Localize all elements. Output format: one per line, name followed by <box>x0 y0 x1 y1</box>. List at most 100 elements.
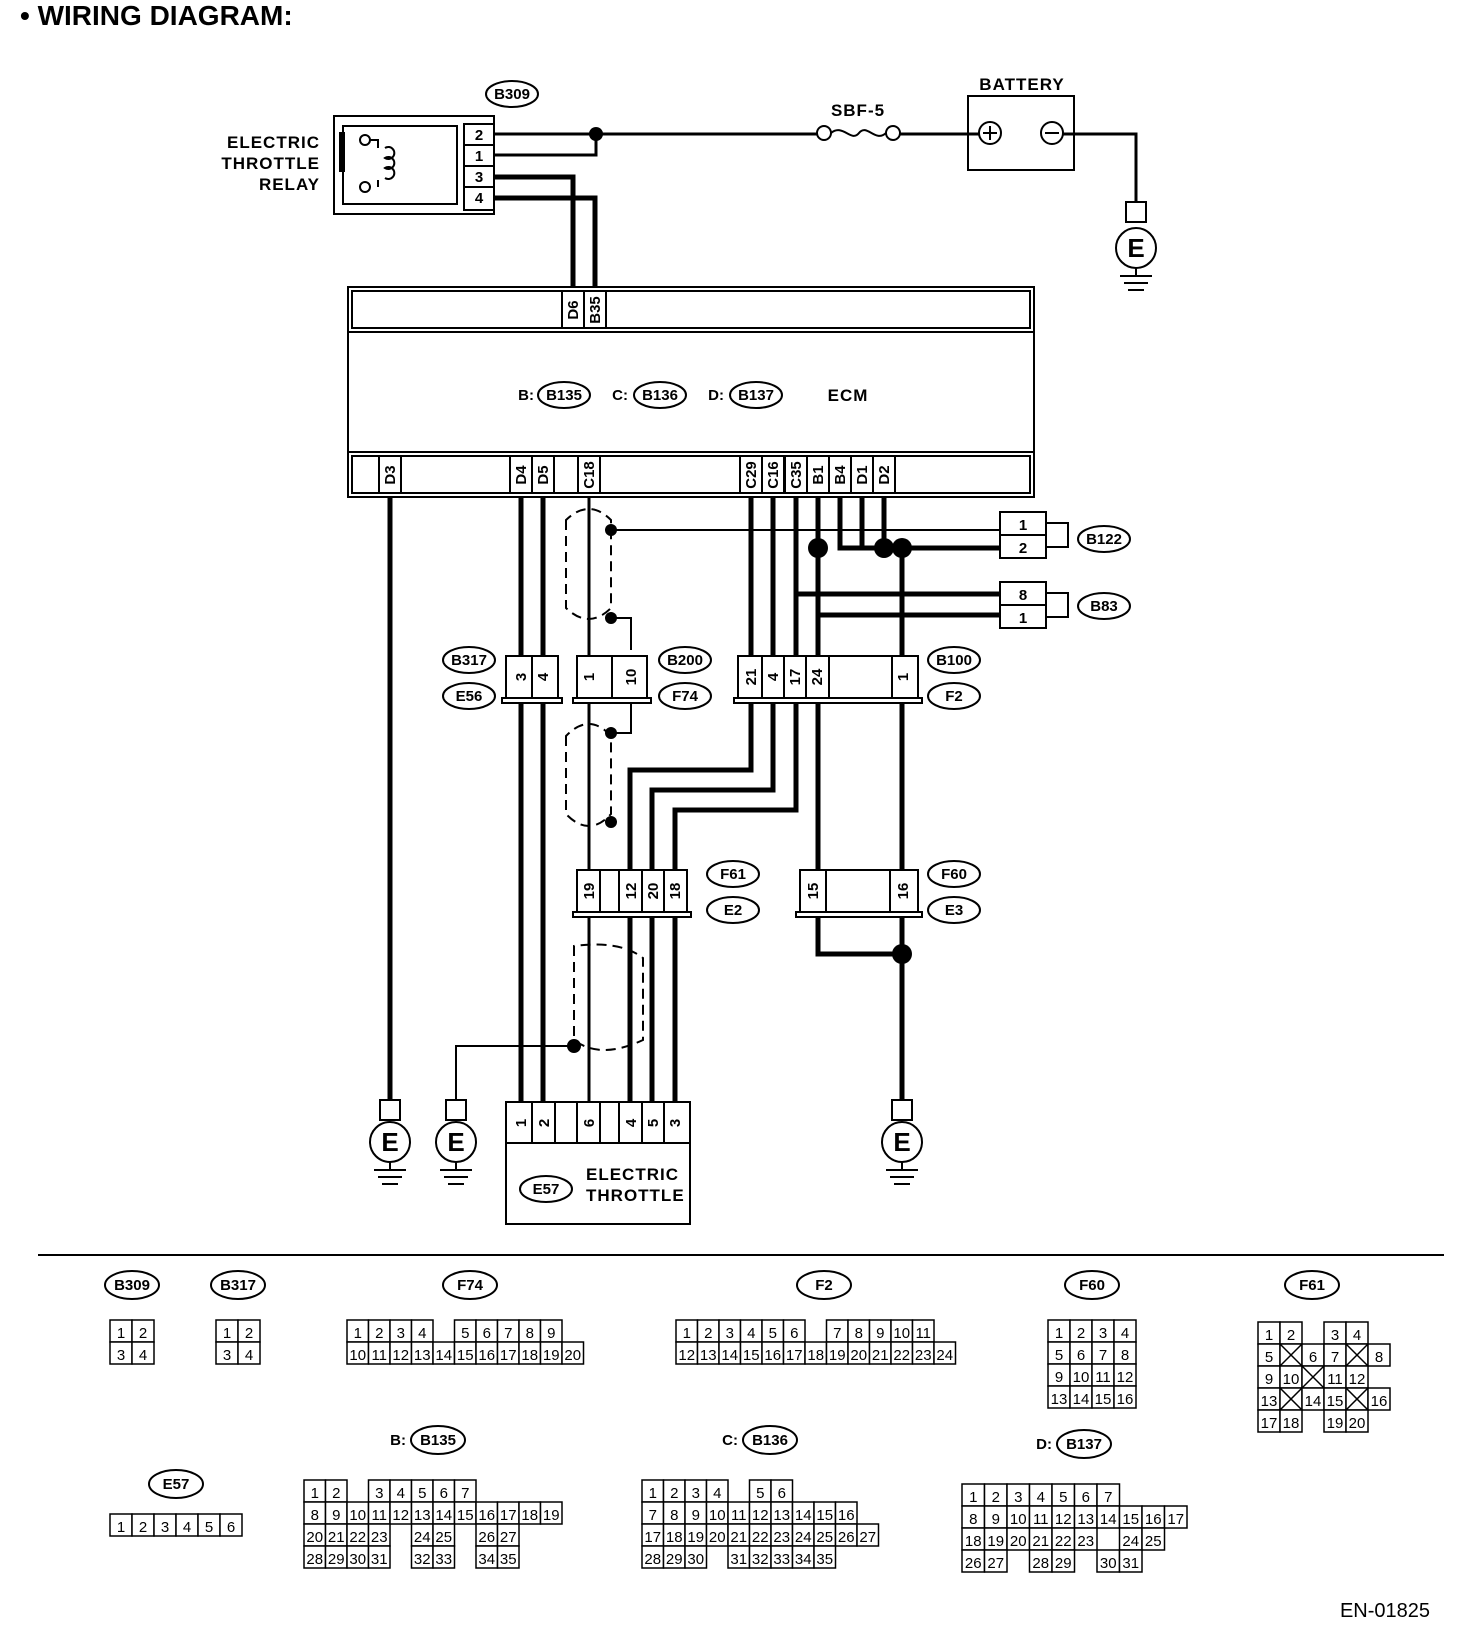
wire-relay-b35 <box>494 195 598 294</box>
ground-symbol: E <box>435 1099 477 1185</box>
connector-view-tag: E57 <box>163 1476 190 1493</box>
cavity-number: 18 <box>807 1347 824 1364</box>
cavity-number: 5 <box>1059 1489 1067 1506</box>
cavity-number: 28 <box>1032 1555 1049 1572</box>
page-title-text: WIRING DIAGRAM: <box>37 0 293 31</box>
cavity-number: 27 <box>500 1529 517 1546</box>
cavity-number: 3 <box>726 1325 734 1342</box>
ecm-pin-label: C35 <box>788 461 805 489</box>
connector-tag-b317: B317 <box>451 652 487 669</box>
figure-id: EN-01825 <box>1339 1600 1430 1622</box>
cavity-number: 10 <box>709 1507 726 1524</box>
cavity-number: 34 <box>795 1551 812 1568</box>
cavity-number: 11 <box>371 1347 387 1364</box>
cavity-number: 2 <box>992 1489 1000 1506</box>
cavity-number: 19 <box>1327 1415 1344 1432</box>
connector-tag-e57: E57 <box>533 1181 560 1198</box>
page-title: • WIRING DIAGRAM: <box>20 0 293 32</box>
cavity-number: 15 <box>457 1347 474 1364</box>
pin: 5 <box>645 1119 662 1127</box>
cavity-number: 9 <box>876 1325 884 1342</box>
connector-tag-e56: E56 <box>456 688 483 705</box>
cavity-number: 10 <box>1010 1511 1027 1528</box>
shield-drain-middle <box>611 692 632 734</box>
cavity-number: 11 <box>1033 1511 1049 1528</box>
cavity-number: 2 <box>332 1485 340 1502</box>
ground-icon <box>886 1162 918 1185</box>
cavity-number: 15 <box>1327 1393 1344 1410</box>
relay-contact-bottom <box>359 181 371 193</box>
cavity-number: 9 <box>692 1507 700 1524</box>
cavity-number: 18 <box>521 1347 538 1364</box>
cavity-number: 2 <box>245 1325 253 1342</box>
connector-view-tag: B137 <box>1066 1436 1102 1453</box>
pin: 17 <box>787 669 804 686</box>
ecm-conn-d-prefix: D: <box>708 387 724 404</box>
cavity-number: 35 <box>816 1551 833 1568</box>
cavity-number: 27 <box>987 1555 1004 1572</box>
bullet-icon: • <box>20 0 38 31</box>
cavity-number: 28 <box>644 1551 661 1568</box>
connector-view-prefix: D: <box>1036 1436 1052 1453</box>
cavity-number: 3 <box>1331 1327 1339 1344</box>
relay-pin: 2 <box>475 127 483 144</box>
ecm-pin-label: B4 <box>832 465 849 485</box>
connector-view-tag: B135 <box>420 1432 456 1449</box>
connector-b83: 8 1 B83 <box>999 581 1131 629</box>
fuse-terminal-right <box>885 125 901 141</box>
fuse-icon <box>830 129 887 137</box>
ground-icon <box>1120 268 1152 291</box>
cavity-number: 14 <box>435 1507 452 1524</box>
throttle-label-line-2: THROTTLE <box>586 1186 685 1205</box>
cavity-number: 29 <box>328 1551 345 1568</box>
pin: 15 <box>805 883 822 900</box>
wire-c16 <box>649 497 776 1102</box>
cavity-number: 13 <box>1077 1511 1094 1528</box>
cavity-number: 10 <box>893 1325 910 1342</box>
relay-pin: 4 <box>475 190 484 207</box>
ecm-top-strip <box>351 290 1031 329</box>
cavity-number: 1 <box>683 1325 691 1342</box>
pin: 4 <box>623 1118 640 1127</box>
cavity-number: 13 <box>414 1507 431 1524</box>
connector-view-prefix: C: <box>722 1432 738 1449</box>
ecm-pin-label: D3 <box>382 465 399 484</box>
pin: 1 <box>1019 610 1027 627</box>
connector-tag-b135-label: B135 <box>546 387 582 404</box>
cavity-number: 3 <box>117 1347 125 1364</box>
cavity-number: 12 <box>1349 1371 1366 1388</box>
ecm-pin-label: C16 <box>765 461 782 489</box>
connector-view-prefix: B: <box>390 1432 406 1449</box>
cavity-number: 8 <box>969 1511 977 1528</box>
connector-tag-b309-label: B309 <box>494 86 530 103</box>
pin: 19 <box>581 883 598 900</box>
ecm-pin-label: B35 <box>587 296 604 324</box>
pin: 1 <box>1019 517 1027 534</box>
cavity-number: 11 <box>371 1507 387 1524</box>
cavity-number: 17 <box>644 1529 661 1546</box>
cavity-number: 29 <box>1055 1555 1072 1572</box>
cavity-number: 8 <box>526 1325 534 1342</box>
cavity-number: 23 <box>1077 1533 1094 1550</box>
cavity-number: 10 <box>349 1507 366 1524</box>
cavity-number: 32 <box>414 1551 431 1568</box>
shield-lower <box>573 943 644 1051</box>
cavity-number: 4 <box>418 1325 426 1342</box>
ground-label: E <box>381 1127 398 1157</box>
cavity-number: 19 <box>543 1347 560 1364</box>
cavity-number: 26 <box>838 1529 855 1546</box>
ecm-pin-label: D5 <box>535 465 552 484</box>
cavity-number: 32 <box>752 1551 769 1568</box>
cavity-number: 22 <box>349 1529 366 1546</box>
cavity-number: 16 <box>764 1347 781 1364</box>
cavity-number: 2 <box>1287 1327 1295 1344</box>
ground-symbol-battery: E <box>1115 201 1157 291</box>
splice-dot <box>892 538 912 558</box>
ground-symbol: E <box>881 1099 923 1185</box>
cavity-number: 4 <box>1121 1325 1129 1342</box>
wire-c29 <box>627 497 754 1102</box>
